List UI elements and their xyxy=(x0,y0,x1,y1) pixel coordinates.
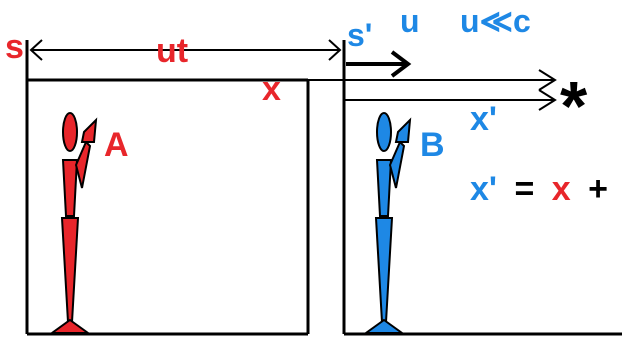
observer-b-figure xyxy=(362,112,412,334)
velocity-u-label: u xyxy=(400,3,420,39)
equation-equals: = xyxy=(514,170,534,208)
frame-s-prime-label: s' xyxy=(347,17,372,53)
x-prime-arrowhead xyxy=(538,89,557,111)
x-prime-label: x' xyxy=(470,100,497,138)
ut-label: ut xyxy=(156,32,188,70)
star-event-icon: * xyxy=(560,67,588,145)
ut-arrowhead-right xyxy=(328,39,342,61)
x-arrowhead xyxy=(538,69,557,91)
x-label: x xyxy=(262,70,281,108)
ut-arrowhead-left xyxy=(29,39,43,61)
frame-s-label: s xyxy=(5,28,24,66)
observer-a-figure xyxy=(48,112,98,334)
equation-x: x xyxy=(552,170,571,208)
equation-plus: + xyxy=(588,170,608,208)
condition-text: u≪c xyxy=(460,3,531,39)
velocity-arrowhead xyxy=(390,50,412,78)
transformation-equation: x' = x + ut xyxy=(470,170,622,208)
equation-lhs: x' xyxy=(470,170,497,208)
condition-label: u≪c xyxy=(460,3,531,39)
observer-b-label: B xyxy=(420,126,445,164)
observer-a-label: A xyxy=(104,126,129,164)
